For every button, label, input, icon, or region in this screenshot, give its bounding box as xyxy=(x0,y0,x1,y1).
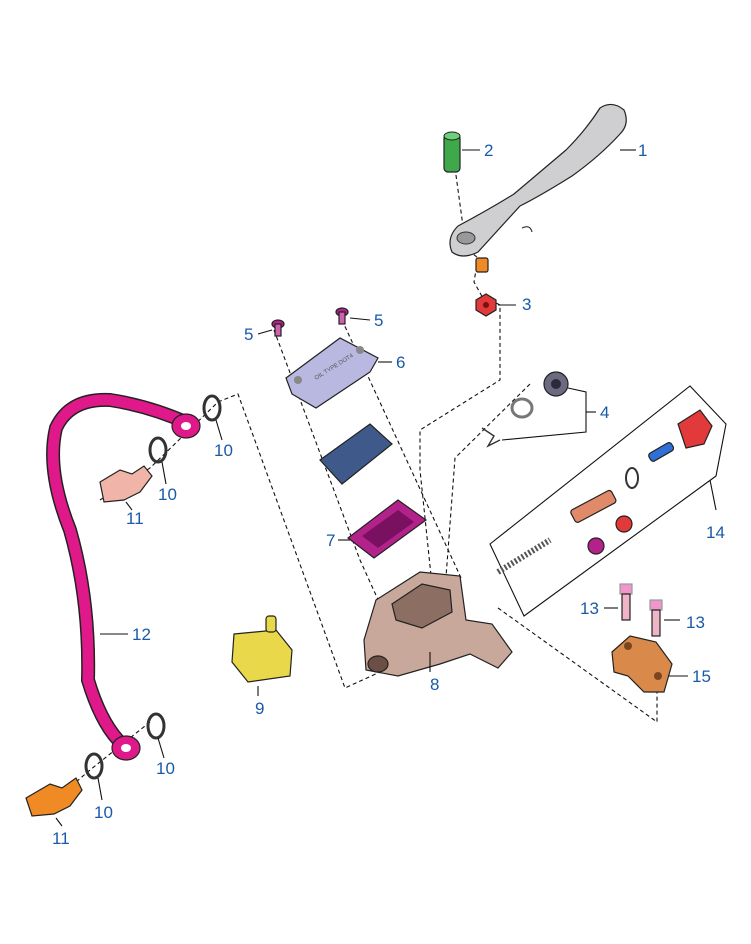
clamp-bolt-left xyxy=(604,583,633,621)
washer-c xyxy=(146,712,166,759)
dust-boot-kit xyxy=(481,371,596,448)
reservoir-diaphragm xyxy=(319,423,393,485)
reservoir-gasket xyxy=(338,499,428,559)
callout-11-lower: 11 xyxy=(52,829,70,848)
piston-kit xyxy=(489,385,727,617)
callout-7: 7 xyxy=(326,531,335,550)
callout-4: 4 xyxy=(600,403,609,422)
callout-9: 9 xyxy=(255,699,264,718)
callout-6: 6 xyxy=(396,353,405,372)
callout-13-right: 13 xyxy=(686,613,705,632)
callout-10-b: 10 xyxy=(158,485,177,504)
washer-a xyxy=(202,394,223,441)
cover-screw-right xyxy=(335,307,371,325)
brake-light-switch xyxy=(231,615,293,696)
callout-10-d: 10 xyxy=(94,803,113,822)
callout-15: 15 xyxy=(692,667,711,686)
banjo-bolt-lower xyxy=(25,777,83,827)
callout-12: 12 xyxy=(132,625,151,644)
washer-d xyxy=(84,752,104,801)
pivot-pin xyxy=(443,131,480,173)
banjo-bolt-upper xyxy=(99,465,153,511)
callout-labels: 1 2 3 4 5 5 6 7 8 9 10 10 10 10 11 11 12… xyxy=(52,141,725,848)
master-cylinder-body xyxy=(363,571,513,677)
cover-screw-left xyxy=(257,319,285,337)
reservoir-cover: OIL TYPE DOT4 xyxy=(285,337,392,409)
callout-8: 8 xyxy=(430,675,439,694)
callout-14: 14 xyxy=(706,523,725,542)
brake-lever xyxy=(449,103,636,257)
callout-10-c: 10 xyxy=(156,759,175,778)
callout-5-left: 5 xyxy=(244,325,253,344)
callout-13-left: 13 xyxy=(580,599,599,618)
handlebar-clamp xyxy=(611,635,688,693)
callout-5-right: 5 xyxy=(374,311,383,330)
brake-hose xyxy=(46,392,201,761)
clamp-bolt-right xyxy=(649,599,680,637)
washer-b xyxy=(148,436,168,485)
callout-3: 3 xyxy=(522,295,531,314)
callout-1: 1 xyxy=(638,141,647,160)
adjuster-screw xyxy=(475,257,489,273)
callout-10-a: 10 xyxy=(214,441,233,460)
callout-2: 2 xyxy=(484,141,493,160)
callout-11-upper: 11 xyxy=(126,509,144,528)
lock-nut xyxy=(475,293,516,317)
